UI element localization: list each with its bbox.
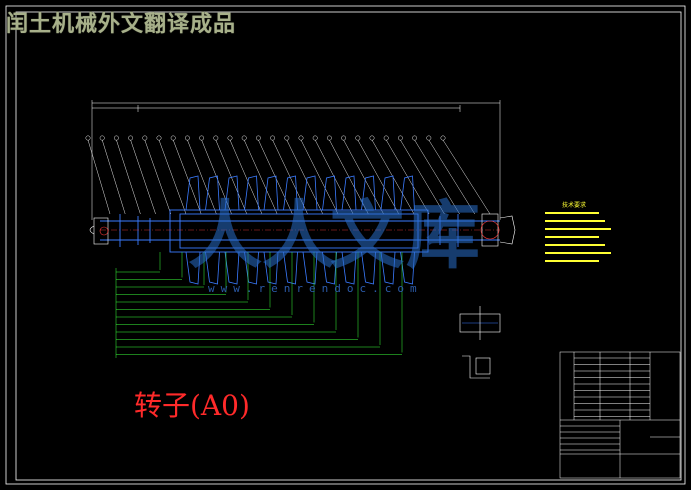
blade-bottom [283, 251, 298, 285]
balloon [412, 135, 418, 141]
leader-line [144, 139, 172, 215]
balloon [142, 135, 148, 141]
leader-line [300, 139, 339, 215]
leader-line [400, 139, 445, 215]
balloon [113, 135, 119, 141]
balloon [227, 135, 233, 141]
blade-top [322, 175, 337, 211]
balloon [369, 135, 375, 141]
leader-line [357, 139, 399, 215]
leader-line [243, 139, 278, 215]
blade-top [361, 175, 376, 211]
balloon [383, 135, 389, 141]
blade-bottom [224, 251, 240, 285]
balloon [241, 135, 247, 141]
blade-bottom [244, 251, 259, 285]
blade-top [205, 175, 220, 211]
balloon [184, 135, 190, 141]
blade-bottom [322, 251, 337, 285]
blade-top [263, 175, 279, 211]
site-banner: 闰土机械外文翻译成品 [6, 12, 237, 37]
technical-note-line [545, 252, 611, 254]
technical-note-line [545, 220, 605, 222]
balloon [170, 135, 176, 141]
balloon [128, 135, 134, 141]
balloon [255, 135, 261, 141]
leader-line [187, 139, 217, 215]
blade-bottom [400, 251, 415, 285]
watermark-char: 人 [188, 193, 262, 279]
drawing-frame [5, 5, 686, 485]
leader-line [101, 139, 126, 215]
leader-line [130, 139, 156, 215]
balloon [270, 135, 276, 141]
watermark-char: 人 [262, 193, 336, 279]
leader-line [116, 139, 141, 215]
blade-top [185, 175, 201, 211]
watermark-char: 库 [406, 193, 480, 279]
blade-top [224, 175, 240, 211]
title-block [559, 351, 681, 479]
balloon [440, 135, 446, 141]
technical-note-line [545, 212, 599, 214]
top-dimensions [91, 100, 501, 220]
leader-line [442, 139, 491, 215]
watermark-url: www.renrendoc.com [208, 282, 423, 295]
blade-top [283, 175, 298, 211]
blade-bottom [302, 251, 318, 285]
technical-note-line [545, 228, 611, 230]
balloon [99, 135, 105, 141]
blade-bottom [380, 251, 396, 285]
bottom-dimensions [115, 252, 403, 358]
blade-top [244, 175, 259, 211]
balloon [284, 135, 290, 141]
balloon [326, 135, 332, 141]
balloon [341, 135, 347, 141]
technical-note-line [545, 260, 599, 262]
shaft-left-end [89, 217, 109, 245]
balloon [199, 135, 205, 141]
balloon [312, 135, 318, 141]
leader-line [414, 139, 460, 215]
drawing-caption: 转子(A0) [134, 389, 250, 422]
leader-line [158, 139, 187, 215]
blade-top [302, 175, 318, 211]
technical-note-line [545, 236, 599, 238]
shaft-right-end [480, 213, 516, 247]
leader-line [428, 139, 475, 215]
blade-bottom [341, 251, 357, 285]
detail-view-a [459, 306, 501, 340]
blade-bottom [205, 251, 220, 285]
technical-notes-title: 技术要求 [562, 202, 587, 209]
blade-top [400, 175, 415, 211]
balloon [213, 135, 219, 141]
blade-top [380, 175, 396, 211]
blade-bottom [361, 251, 376, 285]
detail-view-b [462, 355, 491, 379]
blade-bottom [263, 251, 279, 285]
leader-line [258, 139, 293, 215]
rotor-shaft [100, 209, 500, 253]
balloon [298, 135, 304, 141]
balloon [397, 135, 403, 141]
balloon [156, 135, 162, 141]
leader-line [343, 139, 384, 215]
leader-line [87, 139, 111, 215]
balloon [85, 135, 91, 141]
blade-top [341, 175, 357, 211]
leader-line [229, 139, 263, 215]
technical-note-line [545, 244, 605, 246]
watermark-char: 文 [330, 193, 404, 279]
blade-bottom [185, 251, 201, 285]
balloon-leaders [85, 135, 491, 215]
rotor-blades [185, 175, 415, 285]
leader-line [201, 139, 232, 215]
balloon [355, 135, 361, 141]
leader-line [215, 139, 248, 215]
balloon [426, 135, 432, 141]
leader-line [172, 139, 202, 215]
